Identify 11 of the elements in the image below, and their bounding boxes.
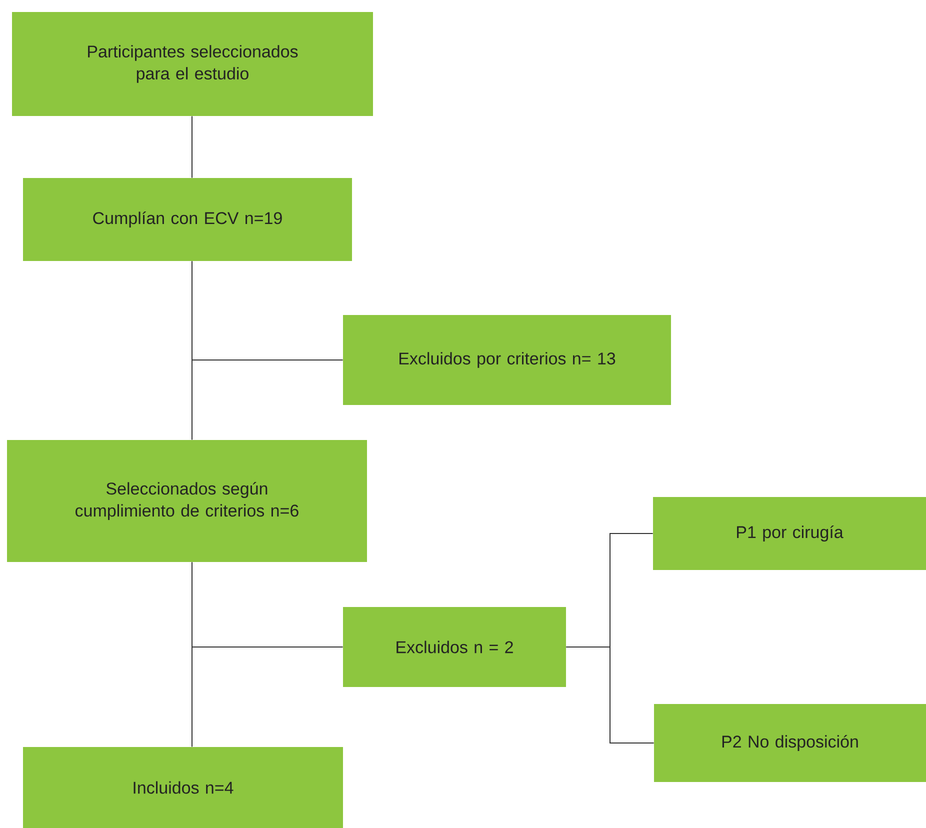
- process-box: Excluidos por criterios n= 13: [343, 315, 671, 405]
- process-box: P2 No disposición: [654, 704, 926, 782]
- process-box: Seleccionados según cumplimiento de criterios n=6: [7, 440, 367, 562]
- process-box: Incluidos n=4: [23, 747, 343, 828]
- connector-line: [192, 260, 344, 360]
- process-box: P1 por cirugía: [653, 497, 926, 570]
- process-box: Cumplían con ECV n=19: [23, 178, 352, 261]
- process-box: Excluidos n = 2: [343, 607, 566, 687]
- connector-line: [566, 646, 654, 744]
- connector-line: [192, 562, 344, 648]
- process-box: Participantes seleccionados para el estudio: [12, 12, 373, 116]
